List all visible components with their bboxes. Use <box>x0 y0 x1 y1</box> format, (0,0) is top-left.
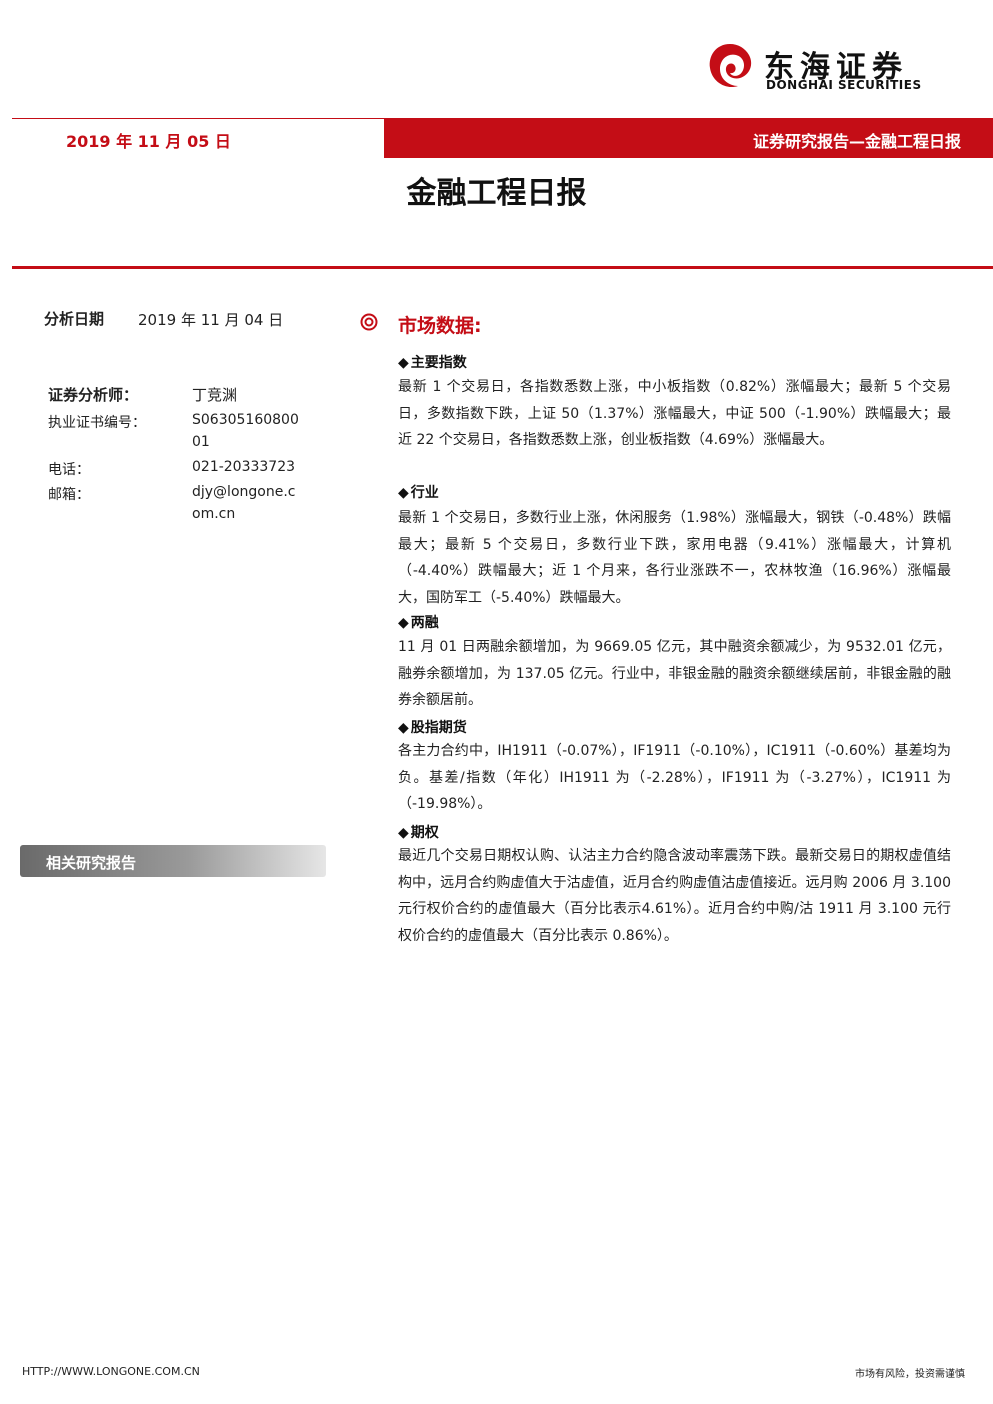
analysis-date-value: 2019 年 11 月 04 日 <box>138 311 284 329</box>
logo-english-text: DONGHAI SECURITIES <box>766 78 922 92</box>
section-title-market-data: 市场数据: <box>398 315 482 337</box>
heading-options: ◆期权 <box>398 825 439 841</box>
page-title: 金融工程日报 <box>406 176 587 211</box>
heading-margin-trading: ◆两融 <box>398 615 439 631</box>
license-label: 执业证书编号： <box>48 415 146 431</box>
license-number-line2: 01 <box>192 434 210 450</box>
double-circle-bullet-icon <box>360 313 378 331</box>
paragraph-options: 最近几个交易日期权认购、认沽主力合约隐含波动率震荡下跌。最新交易日的期权虚值结构… <box>398 848 951 944</box>
diamond-bullet-icon: ◆ <box>398 825 409 841</box>
related-reports-bar[interactable]: 相关研究报告 <box>20 845 326 877</box>
report-category: 证券研究报告—金融工程日报 <box>752 132 961 151</box>
company-logo: 东海证券 DONGHAI SECURITIES <box>700 38 970 98</box>
diamond-bullet-icon: ◆ <box>398 355 409 371</box>
email-label: 邮箱： <box>48 487 90 503</box>
title-divider <box>12 266 993 269</box>
diamond-bullet-icon: ◆ <box>398 615 409 631</box>
heading-industry: ◆行业 <box>398 485 439 501</box>
related-reports-label: 相关研究报告 <box>46 854 137 872</box>
analyst-name: 丁竞渊 <box>192 386 238 404</box>
diamond-bullet-icon: ◆ <box>398 720 409 736</box>
heading-index-futures: ◆股指期货 <box>398 720 467 736</box>
footer-risk-notice: 市场有风险，投资需谨慎 <box>855 1369 965 1380</box>
header-band-date-area <box>12 118 384 158</box>
diamond-bullet-icon: ◆ <box>398 485 409 501</box>
phone-value: 021-20333723 <box>192 459 296 475</box>
dragon-logo-icon <box>709 44 752 88</box>
license-number-line1: S06305160800 <box>192 412 299 428</box>
analysis-date-label: 分析日期 <box>44 310 105 328</box>
logo-chinese-text: 东海证券 <box>764 50 908 85</box>
paragraph-margin-trading: 11 月 01 日两融余额增加，为 9669.05 亿元，其中融资余额减少，为 … <box>398 639 951 708</box>
paragraph-industry: 最新 1 个交易日，多数行业上涨，休闲服务（1.98%）涨幅最大，钢铁（-0.4… <box>398 510 951 606</box>
phone-label: 电话： <box>48 462 90 478</box>
paragraph-main-indices: 最新 1 个交易日，各指数悉数上涨，中小板指数（0.82%）涨幅最大；最新 5 … <box>398 379 951 448</box>
paragraph-index-futures: 各主力合约中，IH1911（-0.07%），IF1911（-0.10%），IC1… <box>398 743 951 812</box>
heading-main-indices: ◆主要指数 <box>398 355 467 371</box>
analyst-label: 证券分析师： <box>48 386 139 404</box>
email-value-line1: djy@longone.c <box>192 484 296 500</box>
footer-website-link[interactable]: HTTP://WWW.LONGONE.COM.CN <box>22 1365 200 1378</box>
report-date: 2019 年 11 月 05 日 <box>66 132 231 151</box>
email-value-line2: om.cn <box>192 506 236 522</box>
